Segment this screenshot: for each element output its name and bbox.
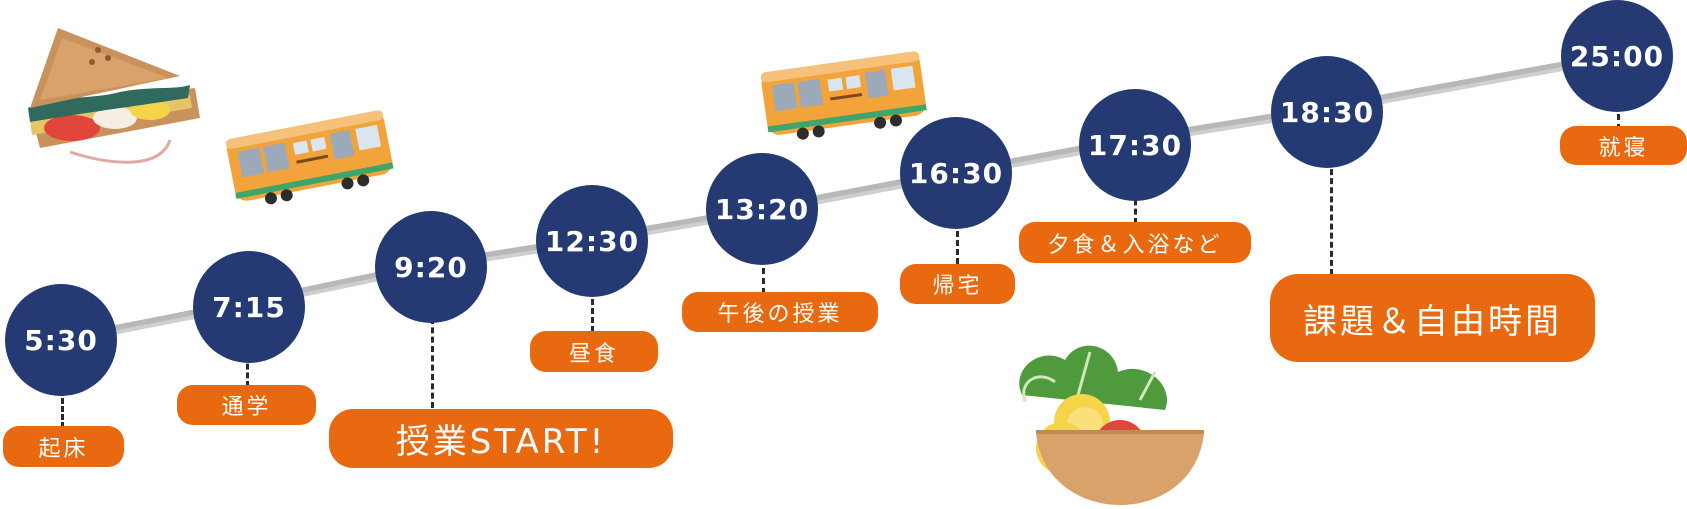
activity-label: 授業START! [329,409,673,468]
time-node: 13:20 [706,153,818,265]
train-illustration [225,110,394,205]
activity-label: 昼食 [530,331,658,372]
time-node: 5:30 [5,284,117,396]
activity-label: 就寝 [1560,126,1687,165]
train-illustration [760,51,927,140]
time-node: 18:30 [1271,56,1383,168]
connector-line [591,290,594,332]
activity-label: 午後の授業 [682,292,878,332]
sandwich-illustration [28,28,200,164]
activity-label: 通学 [177,385,316,425]
time-node: 9:20 [375,211,487,323]
time-node: 25:00 [1561,0,1673,112]
time-node: 16:30 [900,117,1012,229]
activity-label: 夕食＆入浴など [1019,222,1251,263]
time-node: 7:15 [193,251,305,363]
connector-line [1134,190,1137,224]
time-node: 17:30 [1079,89,1191,201]
activity-label: 帰宅 [900,264,1015,304]
connector-line [246,355,249,387]
connector-line [1330,160,1333,275]
connector-line [956,222,959,264]
activity-label: 起床 [3,426,124,467]
salad-bowl-illustration [1019,345,1204,505]
activity-label: 課題＆自由時間 [1270,274,1595,362]
connector-line [762,258,765,294]
connector-line [61,390,64,428]
connector-line [431,318,434,408]
time-node: 12:30 [536,185,648,297]
connector-line [1617,104,1620,130]
